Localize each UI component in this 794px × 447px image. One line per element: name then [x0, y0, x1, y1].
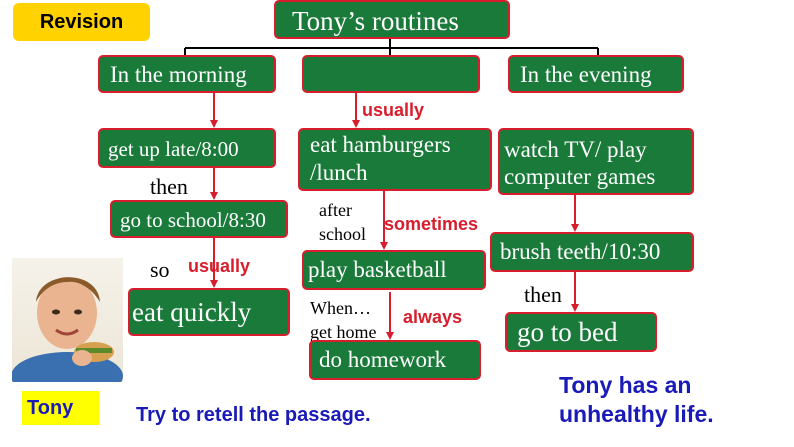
evening-step-brush-teeth: brush teeth/10:30 [490, 232, 694, 272]
conclusion-line1: Tony has an [559, 372, 692, 398]
evening-step-go-to-bed: go to bed [505, 312, 657, 352]
tony-photo [12, 258, 123, 382]
morning-step-eat-quickly: eat quickly [128, 288, 290, 336]
tony-label: Tony [22, 391, 99, 425]
middle-step-do-homework: do homework [309, 340, 481, 380]
morning-freq-usually: usually [188, 256, 251, 276]
middle-freq-usually: usually [362, 100, 425, 120]
conclusion-line2: unhealthy life. [559, 401, 714, 427]
middle-connector1-line1: after [319, 200, 352, 220]
morning-header: In the morning [98, 55, 276, 93]
evening-step-watch-tv: watch TV/ play computer games [498, 128, 694, 195]
evening-step1-line1: watch TV/ play [504, 137, 647, 162]
evening-connector-then: then [524, 282, 562, 307]
middle-step1-line2: /lunch [310, 160, 368, 186]
middle-connector1-line2: school [319, 224, 366, 244]
morning-connector-so: so [150, 257, 170, 282]
middle-header [302, 55, 480, 93]
middle-connector2-line1: When… [310, 298, 371, 318]
middle-freq-sometimes: sometimes [384, 214, 479, 234]
instruction-text: Try to retell the passage. [136, 404, 371, 426]
middle-connector2-line2: get home [310, 322, 377, 342]
evening-step1-line2: computer games [504, 164, 656, 189]
revision-badge: Revision [13, 3, 150, 41]
middle-step-eat-hamburgers: eat hamburgers /lunch [298, 128, 492, 191]
middle-freq-always: always [403, 307, 463, 327]
middle-step1-line1: eat hamburgers [310, 132, 451, 157]
middle-step-play-basketball: play basketball [302, 250, 486, 290]
title-tree-lines [184, 38, 599, 56]
middle-connector-after-school: after school [319, 198, 366, 246]
morning-step-get-up: get up late/8:00 [98, 128, 276, 168]
middle-connector-when-get-home: When… get home [310, 296, 376, 344]
title-box: Tony’s routines [274, 0, 510, 39]
morning-step-go-to-school: go to school/8:30 [110, 200, 288, 238]
morning-connector-then: then [150, 174, 188, 199]
evening-header: In the evening [508, 55, 684, 93]
conclusion-text: Tony has an unhealthy life. [559, 371, 714, 429]
